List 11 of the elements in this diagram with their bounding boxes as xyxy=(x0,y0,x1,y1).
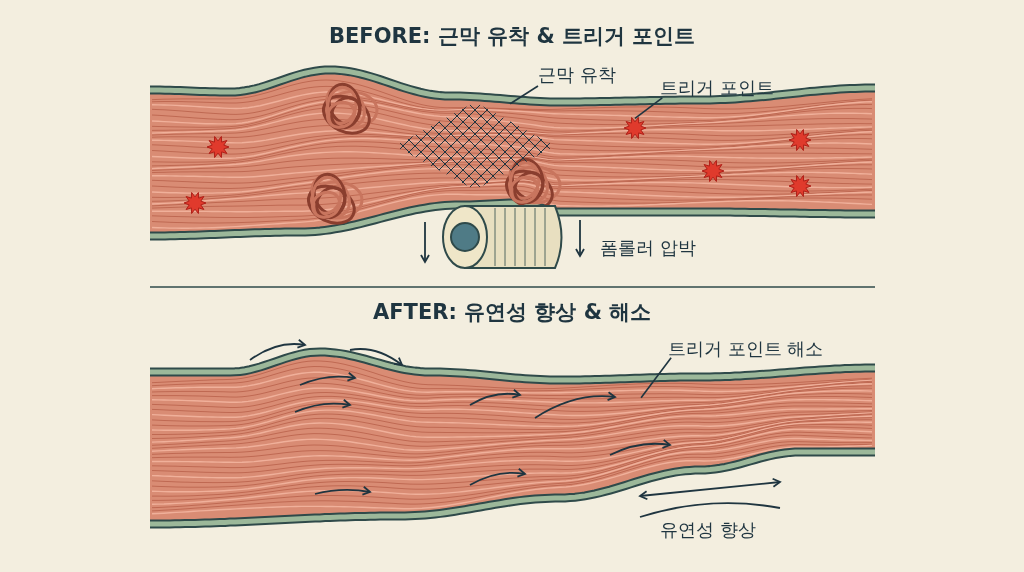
leader-line xyxy=(509,85,539,105)
annotation-label: 근막 유착 xyxy=(538,64,616,86)
leader-line xyxy=(640,357,672,399)
trigger-point-icon xyxy=(623,116,647,140)
annotation-label: 폼롤러 압박 xyxy=(600,236,696,260)
heading: BEFORE: 근막 유착 & 트리거 포인트 xyxy=(329,23,696,50)
leader-line xyxy=(634,97,664,120)
annotation-label: 유연성 향상 xyxy=(660,518,756,542)
annotation-label: 트리거 포인트 xyxy=(660,77,774,99)
annotation-label: 트리거 포인트 해소 xyxy=(668,338,824,360)
heading: AFTER: 유연성 향상 & 해소 xyxy=(373,299,652,326)
